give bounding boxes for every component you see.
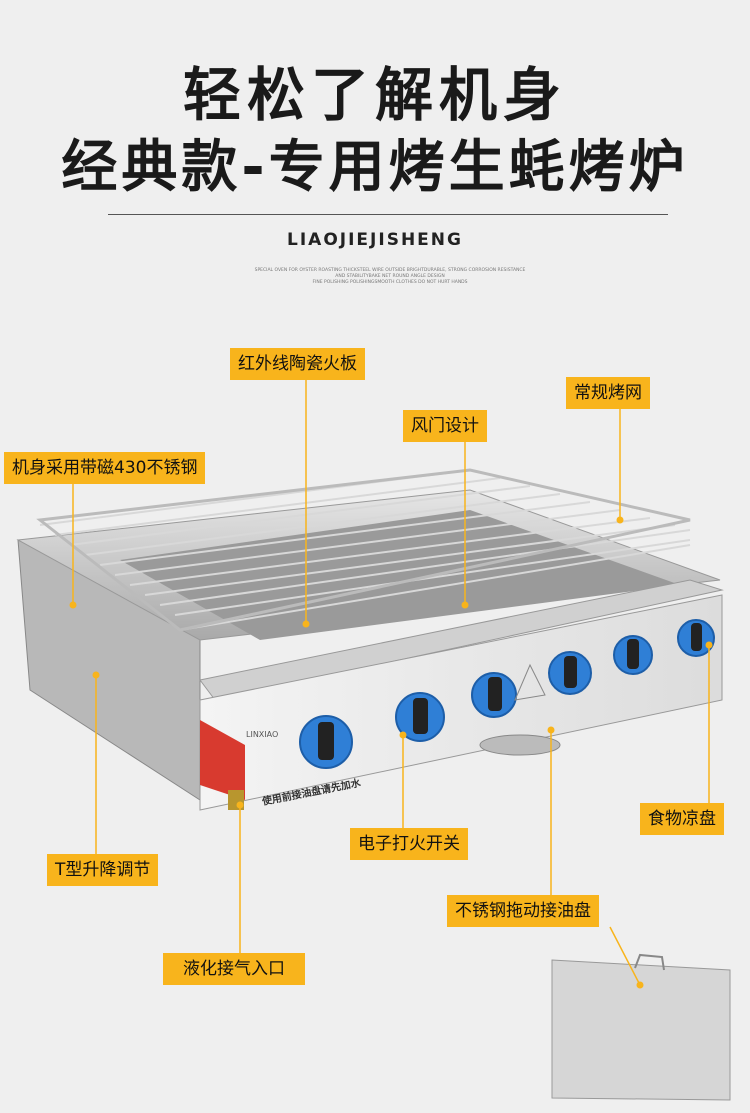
label-ignition-switch: 电子打火开关 — [350, 828, 468, 860]
small-line: FINE POLISHING POLISHINGSMOOTH CLOTHES D… — [312, 280, 468, 285]
label-body-steel: 机身采用带磁430不锈钢 — [4, 452, 206, 484]
brand-logo-text: LINXIAO — [246, 730, 279, 739]
label-grill-net: 常规烤网 — [566, 377, 650, 409]
title-line-2: 经典款-专用烤生蚝烤炉 — [61, 135, 689, 200]
small-description: SPECIAL OVEN FOR OYSTER ROASTING THICKST… — [240, 268, 540, 286]
label-gas-inlet: 液化接气入口 — [163, 953, 305, 985]
small-line: AND STABILITYBAKE NET ROUND ANGLE DESIGN — [335, 274, 445, 279]
subtitle: LIAOJIEJISHENG — [287, 230, 463, 250]
title-line-1: 轻松了解机身 — [182, 61, 567, 129]
label-cooling-tray: 食物凉盘 — [640, 803, 724, 835]
divider — [108, 214, 668, 215]
label-air-damper: 风门设计 — [403, 410, 487, 442]
label-oil-tray: 不锈钢拖动接油盘 — [447, 895, 599, 927]
small-line: SPECIAL OVEN FOR OYSTER ROASTING THICKST… — [254, 268, 526, 273]
label-t-adjust: T型升降调节 — [47, 854, 159, 886]
label-ceramic-plate: 红外线陶瓷火板 — [230, 348, 365, 380]
